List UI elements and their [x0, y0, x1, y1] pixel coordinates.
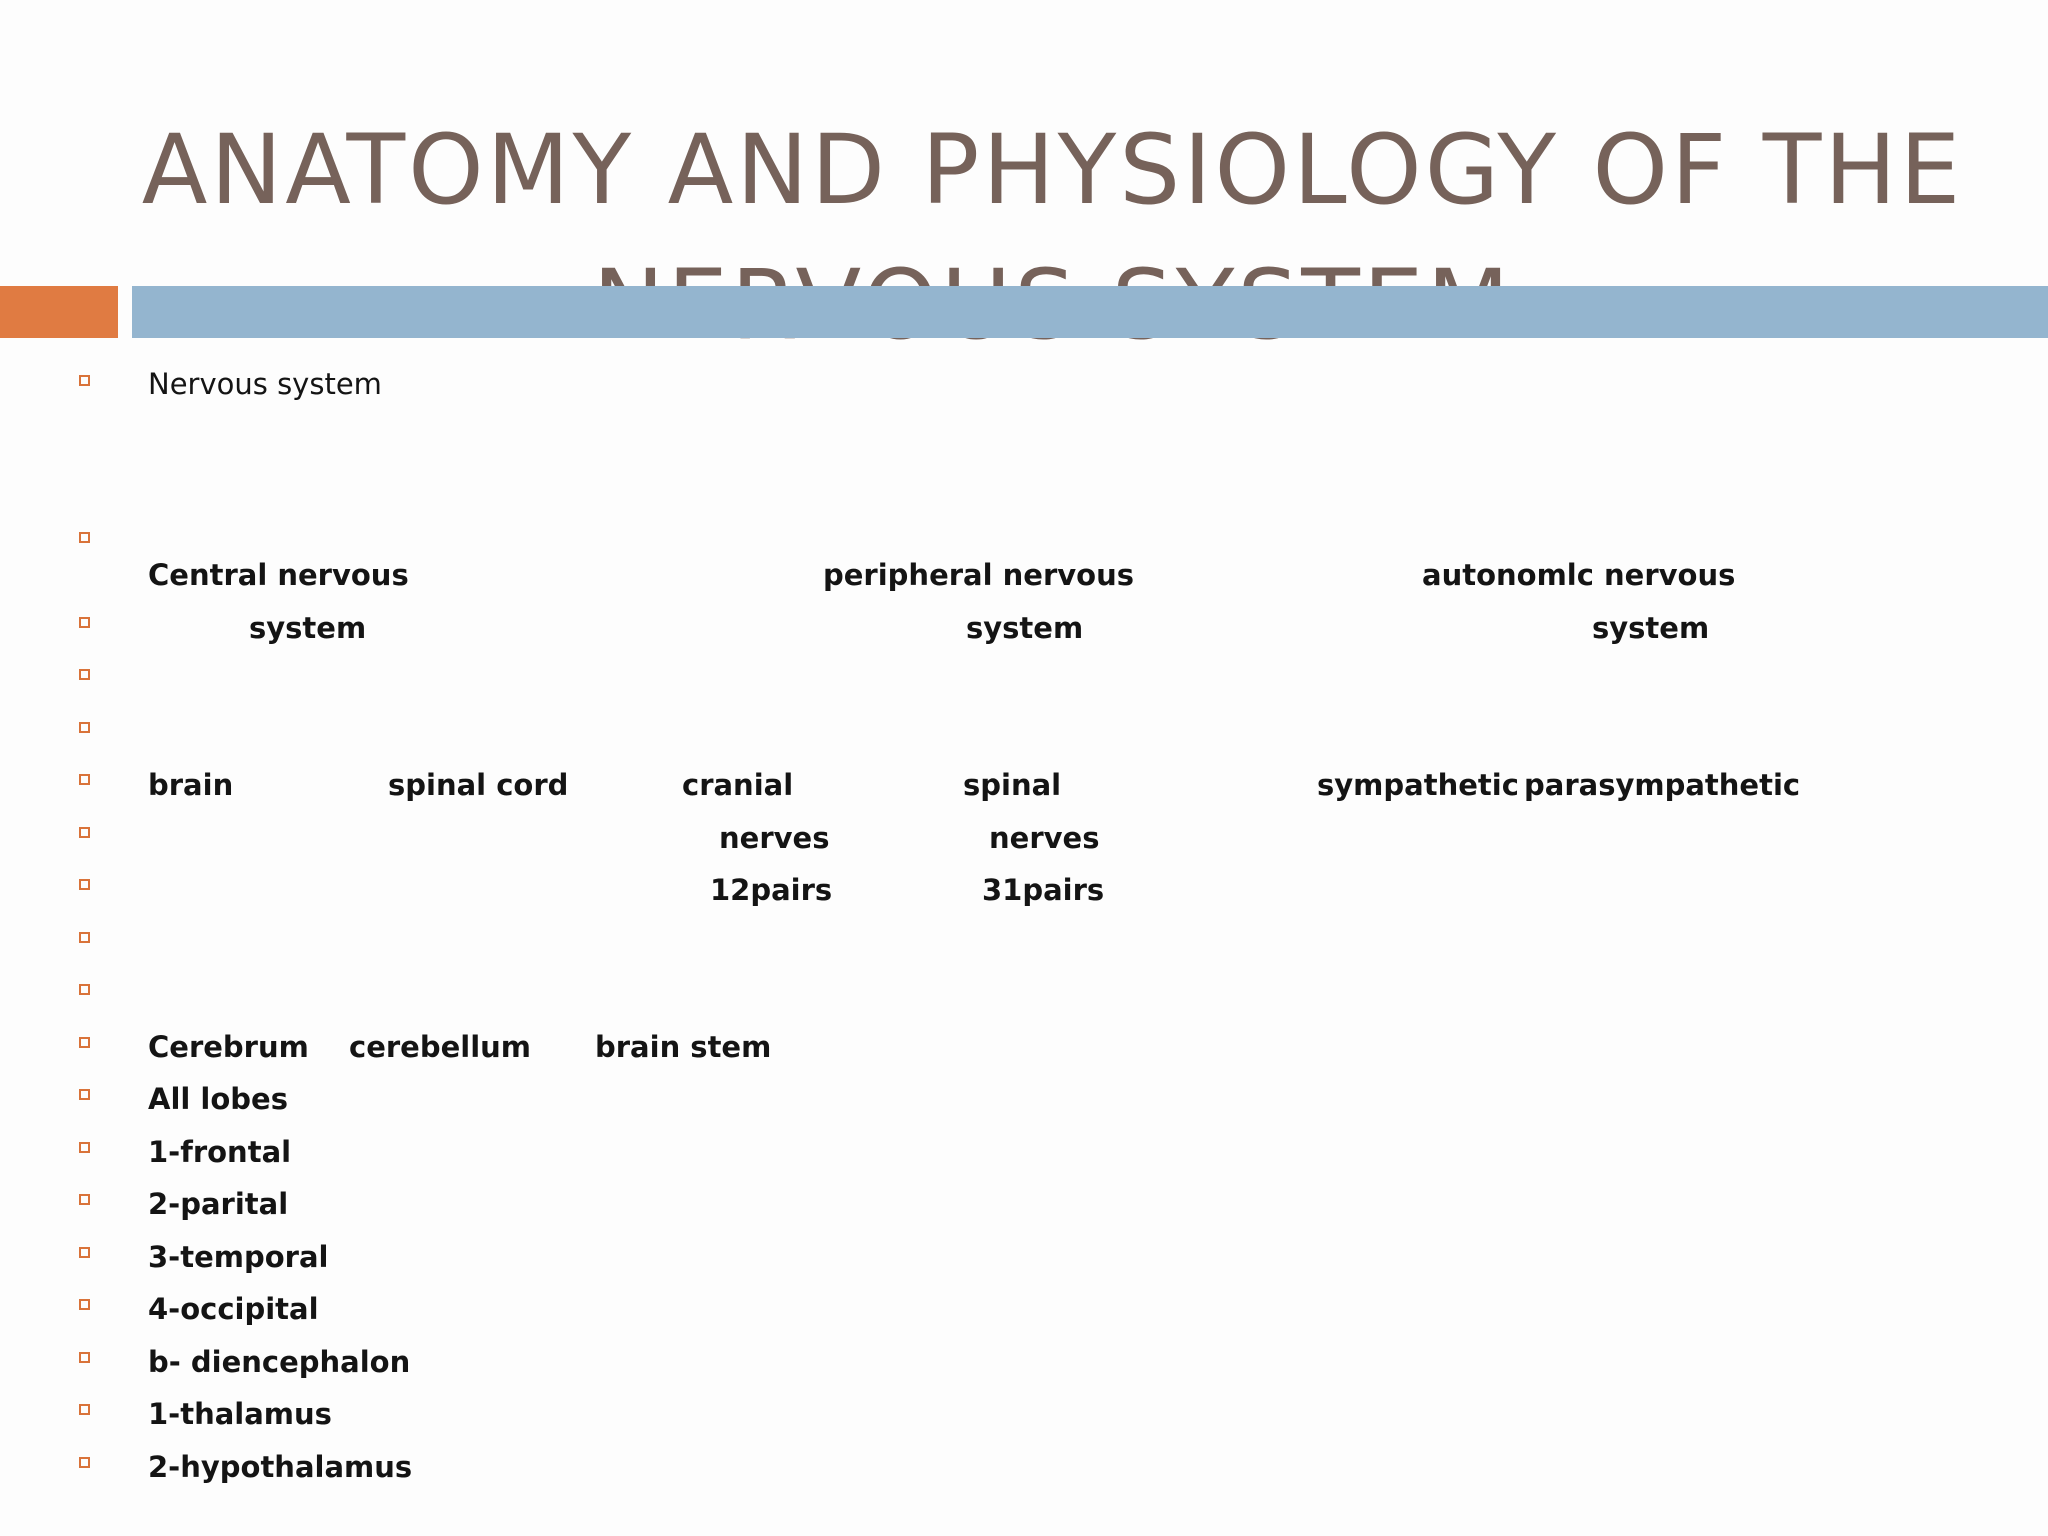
list-item: 2-parital	[148, 1187, 289, 1221]
list-item: 4-occipital	[148, 1292, 319, 1326]
bullet-icon	[79, 375, 90, 386]
central-system-label: system	[249, 611, 367, 645]
intro-text: Nervous system	[148, 367, 382, 401]
spinal-label: spinal	[963, 768, 1062, 802]
bullet-icon	[79, 879, 90, 890]
bullet-icon	[79, 722, 90, 733]
bullet-icon	[79, 1404, 90, 1415]
peripheral-nervous-label: peripheral nervous	[823, 558, 1134, 592]
autonomic-system-label: system	[1592, 611, 1710, 645]
bullet-icon	[79, 984, 90, 995]
bullet-icon	[79, 617, 90, 628]
peripheral-system-label: system	[966, 611, 1084, 645]
bullet-icon	[79, 1037, 90, 1048]
sympathetic-label: sympathetic	[1317, 768, 1519, 802]
list-item: 2-hypothalamus	[148, 1450, 413, 1484]
bullet-icon	[79, 669, 90, 680]
list-item: 1-thalamus	[148, 1397, 332, 1431]
slide-title-line-1: ANATOMY AND PHYSIOLOGY OF THE	[141, 114, 1964, 227]
list-item: 1-frontal	[148, 1135, 292, 1169]
bullet-icon	[79, 1142, 90, 1153]
brain-label: brain	[148, 768, 234, 802]
bullet-icon	[79, 1299, 90, 1310]
cranial-pairs-label: 12pairs	[710, 873, 833, 907]
cerebellum-label: cerebellum	[349, 1030, 532, 1064]
bullet-icon	[79, 774, 90, 785]
bullet-icon	[79, 1089, 90, 1100]
spinal-pairs-label: 31pairs	[982, 873, 1105, 907]
bullet-icon	[79, 1457, 90, 1468]
cranial-nerves-label: nerves	[719, 821, 830, 855]
central-nervous-label: Central nervous	[148, 558, 409, 592]
bullet-icon	[79, 1194, 90, 1205]
accent-bar-orange	[0, 286, 118, 338]
spinal-cord-label: spinal cord	[388, 768, 569, 802]
spinal-nerves-label: nerves	[989, 821, 1100, 855]
bullet-icon	[79, 827, 90, 838]
cerebrum-label: Cerebrum	[148, 1030, 309, 1064]
bullet-icon	[79, 932, 90, 943]
cranial-label: cranial	[682, 768, 794, 802]
list-item: 3-temporal	[148, 1240, 329, 1274]
bullet-icon	[79, 1352, 90, 1363]
autonomic-nervous-label: autonomlc nervous	[1422, 558, 1736, 592]
bullet-icon	[79, 1247, 90, 1258]
parasympathetic-label: parasympathetic	[1524, 768, 1801, 802]
list-item: b- diencephalon	[148, 1345, 411, 1379]
list-item: All lobes	[148, 1082, 288, 1116]
bullet-icon	[79, 532, 90, 543]
brain-stem-label: brain stem	[595, 1030, 772, 1064]
accent-bar-blue	[132, 286, 2048, 338]
